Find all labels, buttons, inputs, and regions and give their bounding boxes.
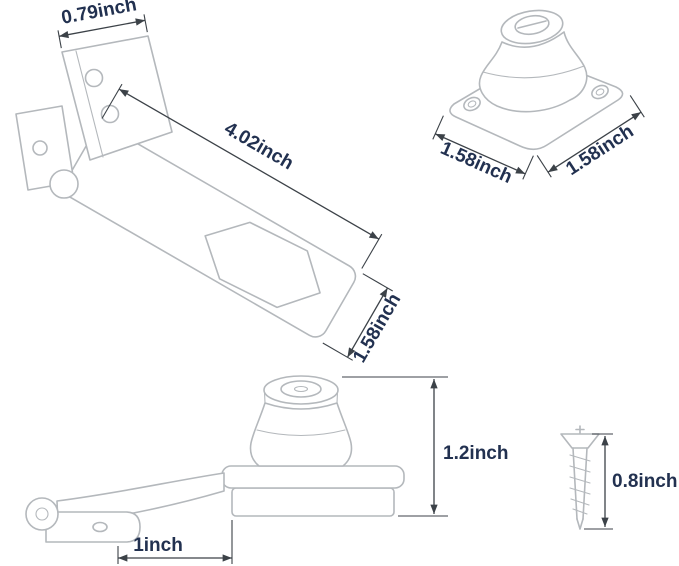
hinge-flap-hole <box>32 140 48 156</box>
screw-head <box>560 433 600 449</box>
dimension-label-hinge-length: 1inch <box>133 535 183 556</box>
dimension-hinge-width: 0.79inch <box>57 0 148 49</box>
hasp-side-view: 1.2inch 1inch <box>25 375 508 564</box>
knob-drawing <box>449 9 624 151</box>
dimension-hinge-length: 1inch <box>117 520 233 564</box>
side-view-drawing <box>25 375 405 543</box>
dimension-label-plate-width: 1.58inch <box>349 290 405 366</box>
dimension-arrow-line <box>547 111 642 173</box>
dimension-arrow-line <box>435 133 526 175</box>
extension-line <box>362 273 393 292</box>
hinge-barrel-center <box>35 507 49 521</box>
knob-cap-side <box>263 375 339 405</box>
hinge-leaf-hole-top <box>84 68 104 88</box>
hinge-leaf <box>61 35 173 161</box>
plate-strip-side <box>221 465 405 489</box>
dimension-label-height: 1.2inch <box>443 443 508 464</box>
dimension-label-screw-length: 0.8inch <box>612 471 677 492</box>
extension-line <box>522 155 534 180</box>
hasp-plate-drawing <box>15 35 357 338</box>
dimension-screw-length: 0.8inch <box>584 433 677 530</box>
dimension-arrow-line <box>346 287 389 358</box>
knob-body-ridge-line <box>482 65 585 79</box>
hinge-leaf-bend-line <box>75 50 104 158</box>
knob-body-ridge-side <box>256 429 346 437</box>
hasp-plate-angled-view: 0.79inch 4.02inch 1.58inch <box>15 0 405 366</box>
knob-base-hole-right <box>591 84 609 100</box>
hinge-pin <box>49 169 79 199</box>
knob-slot-side <box>293 385 309 393</box>
screw-drive-cross <box>575 425 585 434</box>
knob-body-side <box>249 402 353 467</box>
dimension-arrow-line <box>58 18 146 39</box>
dimension-arrow-line <box>118 88 380 240</box>
screw-view: 0.8inch <box>560 425 677 530</box>
lock-knob-angled-view: 1.58inch 1.58inch <box>432 9 645 188</box>
base-housing-side <box>231 487 395 517</box>
screw-tip <box>576 518 584 530</box>
knob-body <box>478 31 588 113</box>
extension-line <box>322 342 353 361</box>
extension-line <box>361 233 383 269</box>
knob-cap-inner-ring-side <box>280 380 322 398</box>
dimension-label-plate-length: 4.02inch <box>221 118 297 174</box>
dimension-label-hinge-width: 0.79inch <box>60 0 139 29</box>
extension-line <box>143 14 148 33</box>
hinge-barrel <box>25 497 59 531</box>
knob-cap-inner-ring <box>514 14 550 36</box>
screw-shaft <box>572 447 588 520</box>
dimension-label-base-width: 1.58inch <box>437 138 515 188</box>
knob-slot <box>517 20 547 29</box>
dimension-label-base-depth: 1.58inch <box>562 121 637 180</box>
screw-drawing <box>560 425 600 530</box>
extension-line <box>432 115 444 140</box>
extension-line <box>57 30 62 49</box>
dimension-height: 1.2inch <box>342 376 508 517</box>
flap-slot-hole <box>92 521 108 533</box>
extension-line <box>536 155 552 178</box>
knob-cap-edge-lines <box>263 391 339 404</box>
extension-line <box>629 95 645 118</box>
knob-base-hole-left <box>463 96 481 112</box>
screw-threads <box>569 454 591 515</box>
extension-line <box>101 83 123 119</box>
